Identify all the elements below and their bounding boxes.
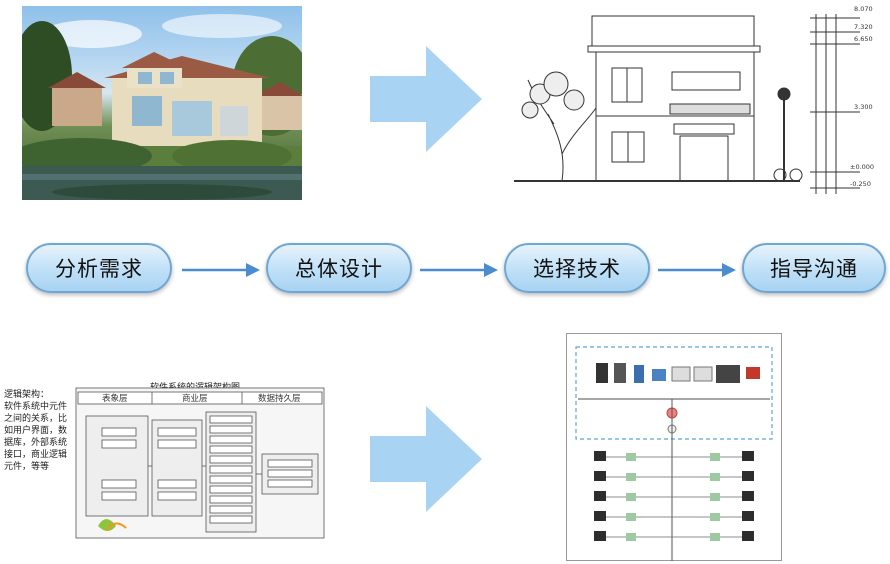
level-label: 8.070 [854, 5, 873, 13]
layer-label-business: 商业层 [182, 393, 208, 404]
flow-arrow-icon [658, 263, 736, 277]
step-label: 选择技术 [533, 257, 621, 281]
step-label: 指导沟通 [770, 257, 858, 281]
step-overall-design[interactable]: 总体设计 [266, 243, 412, 293]
step-guide-communication[interactable]: 指导沟通 [742, 243, 886, 293]
layer-label-persistence: 数据持久层 [258, 393, 301, 404]
logic-architecture-diagram: 表象层 商业层 数据持久层 [75, 387, 325, 539]
house-illustration [22, 14, 302, 200]
level-label: 6.650 [854, 35, 873, 43]
building-elevation-drawing: 8.070 7.320 6.650 3.300 ±0.000 -0.250 [514, 5, 874, 194]
level-label: ±0.000 [850, 163, 874, 171]
architecture-note: 逻辑架构： 软件系统中元件之间的关系，比如用户界面，数据库，外部系统接口，商业逻… [4, 390, 68, 472]
network-topology-diagram [566, 333, 782, 561]
step-choose-technology[interactable]: 选择技术 [504, 243, 650, 293]
step-analyze-requirements[interactable]: 分析需求 [26, 243, 172, 293]
level-label: -0.250 [850, 180, 871, 188]
house-photo [22, 6, 302, 200]
step-label: 分析需求 [55, 257, 143, 281]
layer-label-presentation: 表象层 [102, 393, 128, 404]
level-label: 3.300 [854, 103, 873, 111]
right-arrow-icon [370, 46, 482, 152]
right-arrow-icon [370, 406, 482, 512]
level-label: 7.320 [854, 23, 873, 31]
step-label: 总体设计 [295, 257, 383, 281]
flow-arrow-icon [420, 263, 498, 277]
flow-arrow-icon [182, 263, 260, 277]
logo-icon [98, 519, 127, 531]
